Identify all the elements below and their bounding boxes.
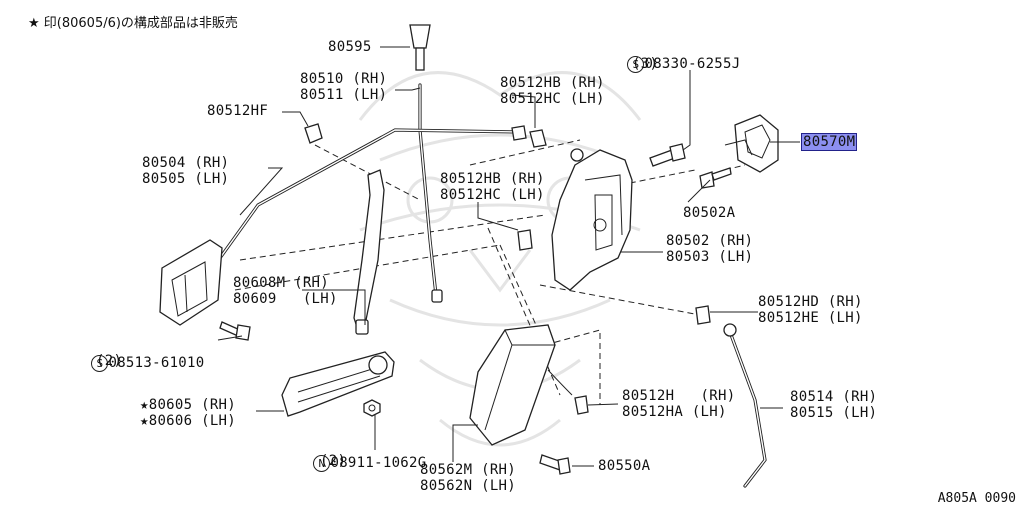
label-80570m-highlight[interactable]: 80570M [801,133,858,151]
label-80503: 80503 (LH) [666,249,754,265]
label-08911-qty: (2) [320,453,347,469]
figure-code: A805A 0090 [937,491,1016,506]
label-80505: 80505 (LH) [142,171,230,187]
label-80605: ★80605 (RH) [140,397,237,413]
label-80512hb-top: 80512HB (RH) [500,75,605,91]
label-80512hc-top: 80512HC (LH) [500,91,605,107]
actuator-part [469,324,573,446]
label-80514: 80514 (RH) [790,389,878,405]
label-80512h: 80512H (RH) [622,388,736,404]
label-80502a: 80502A [683,205,736,221]
label-80512hc-mid: 80512HC (LH) [440,187,545,203]
lower-rod-part [723,323,767,488]
outside-handle-part [281,351,395,417]
label-80511: 80511 (LH) [300,87,388,103]
nut-part [363,399,381,417]
label-08911-number: 08911-1062G [330,455,427,471]
label-80512ha: 80512HA (LH) [622,404,727,420]
label-08330-qty: (3) [632,56,659,72]
label-80550a: 80550A [598,458,651,474]
lock-screw-part [649,70,691,167]
label-80510: 80510 (RH) [300,71,388,87]
leader-lines [217,46,800,467]
label-80512hb-mid: 80512HB (RH) [440,171,545,187]
label-80512hf: 80512HF [207,103,269,119]
label-80512hd: 80512HD (RH) [758,294,863,310]
label-80562n: 80562N (LH) [420,478,517,494]
label-80504: 80504 (RH) [142,155,230,171]
label-80595: 80595 [328,39,372,55]
door-lock-part [551,148,633,291]
note-text: ★ 印(80605/6)の構成部品は非販売 [28,16,238,31]
outside-handle-bracket-part [159,239,223,326]
inside-handle-part [353,169,385,335]
label-80562m: 80562M (RH) [420,462,517,478]
standard-part-mark: S [627,56,645,73]
actuator-bolt-part [539,454,571,475]
standard-part-mark: N [313,455,331,472]
label-80609: 80609 (LH) [233,291,338,307]
striker-screw-part [699,167,732,189]
label-08513-number: 08513-61010 [108,355,205,371]
label-80515: 80515 (LH) [790,405,878,421]
label-80570m[interactable]: 80570M [801,133,858,151]
label-08330-number: 08330-6255J [644,56,741,72]
lock-knob-part [409,24,431,71]
rod-clips [304,123,711,415]
label-08513-qty: (2) [96,353,123,369]
standard-part-mark: S [91,355,109,372]
label-80606: ★80606 (LH) [140,413,237,429]
label-80512he: 80512HE (LH) [758,310,863,326]
lock-rod-part [418,83,443,303]
label-80608m: 80608M (RH) [233,275,330,291]
outside-rod-part [218,128,522,260]
label-80502: 80502 (RH) [666,233,754,249]
striker-part [724,114,779,173]
